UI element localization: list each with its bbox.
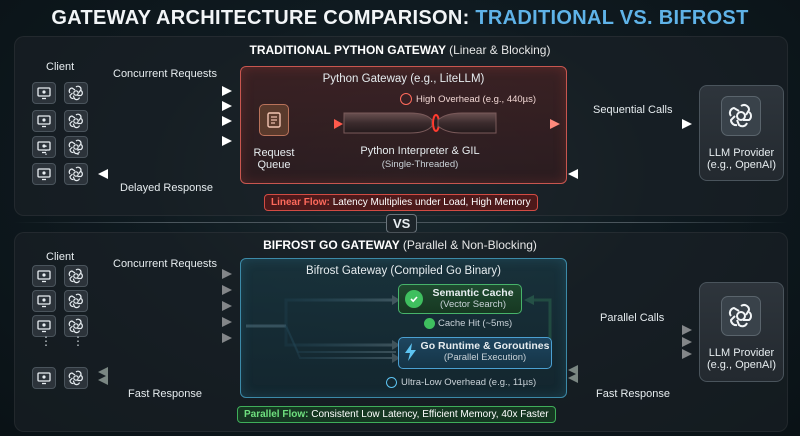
traditional-title-main: TRADITIONAL PYTHON GATEWAY — [249, 43, 446, 57]
openai-client-icon — [64, 367, 88, 389]
bifrost-section-title: BIFROST GO GATEWAY (Parallel & Non-Block… — [0, 238, 800, 252]
openai-client-icon — [64, 315, 88, 337]
bifrost-llm-label: LLM Provider (e.g., OpenAI) — [699, 347, 784, 371]
semantic-cache-label: Semantic Cache (Vector Search) — [426, 287, 520, 311]
go-runtime-line2: (Parallel Execution) — [443, 352, 527, 363]
traditional-llm-line1: LLM Provider — [708, 147, 775, 159]
client-ellipsis: ⋮ — [40, 143, 52, 157]
ultra-low-overhead-row: Ultra-Low Overhead (e.g., 11µs) — [386, 377, 536, 388]
go-runtime-box — [398, 337, 552, 369]
monitor-icon — [32, 82, 56, 104]
openai-client-icon — [64, 110, 88, 132]
bifrost-llm-line2: (e.g., OpenAI) — [706, 359, 777, 371]
traditional-return-arrow — [568, 169, 690, 179]
openai-client-icon — [64, 290, 88, 312]
interpreter-line2: (Single-Threaded) — [381, 159, 459, 170]
bifrost-client-label: Client — [46, 251, 75, 263]
request-queue-label-line2: Queue — [257, 159, 291, 171]
title-part-1: GATEWAY ARCHITECTURE COMPARISON: — [51, 7, 470, 29]
traditional-llm-line2: (e.g., OpenAI) — [706, 159, 777, 171]
openai-client-icon — [64, 136, 88, 158]
monitor-icon — [32, 367, 56, 389]
client-ellipsis: ⋮ — [40, 334, 52, 348]
bifrost-title-main: BIFROST GO GATEWAY — [263, 238, 400, 252]
fast-response-right-label: Fast Response — [596, 388, 670, 400]
request-queue-label: Request Queue — [246, 147, 302, 171]
interpreter-label: Python Interpreter & GIL (Single-Threade… — [340, 145, 500, 171]
semantic-cache-line2: (Vector Search) — [440, 299, 506, 310]
gateway-internal-arrows — [300, 119, 560, 129]
title-part-2: TRADITIONAL VS. BIFROST — [475, 7, 749, 29]
go-runtime-label: Go Runtime & Goroutines (Parallel Execut… — [420, 340, 550, 364]
traditional-title-sub: (Linear & Blocking) — [449, 43, 551, 57]
python-gateway-title: Python Gateway (e.g., LiteLLM) — [322, 73, 485, 85]
sequential-calls-label: Sequential Calls — [593, 104, 673, 116]
traditional-request-arrows — [97, 86, 232, 146]
parallel-flow-badge: Parallel Flow: Consistent Low Latency, E… — [237, 406, 556, 423]
vs-badge: VS — [386, 214, 418, 233]
semantic-cache-line1: Semantic Cache — [432, 287, 514, 299]
fast-response-left-label: Fast Response — [128, 388, 202, 400]
openai-client-icon — [64, 265, 88, 287]
openai-icon — [721, 296, 761, 336]
linear-flow-text: Latency Multiplies under Load, High Memo… — [332, 197, 531, 208]
request-queue-icon — [259, 104, 289, 136]
openai-client-icon — [64, 163, 88, 185]
delayed-response-arrow — [98, 169, 232, 179]
bifrost-title-sub: (Parallel & Non-Blocking) — [402, 238, 537, 252]
page-title: GATEWAY ARCHITECTURE COMPARISON: TRADITI… — [0, 7, 800, 30]
gil-bottleneck — [343, 112, 497, 134]
monitor-icon — [32, 110, 56, 132]
client-ellipsis: ⋮ — [72, 334, 84, 348]
linear-flow-bold: Linear Flow: — [271, 197, 330, 208]
ultra-low-overhead-label: Ultra-Low Overhead (e.g., 11µs) — [401, 377, 537, 388]
high-overhead-row: High Overhead (e.g., 440µs) — [400, 93, 536, 105]
monitor-icon — [32, 315, 56, 337]
lightning-icon — [403, 342, 419, 367]
check-icon — [405, 290, 423, 308]
monitor-icon — [32, 163, 56, 185]
sequential-calls-arrow — [576, 119, 692, 129]
cache-hit-label: Cache Hit (~5ms) — [438, 318, 513, 329]
bifrost-gateway-box — [240, 258, 567, 398]
traditional-llm-label: LLM Provider (e.g., OpenAI) — [699, 147, 784, 171]
traditional-client-label: Client — [46, 61, 75, 73]
monitor-icon — [32, 265, 56, 287]
monitor-icon — [32, 290, 56, 312]
timer-icon — [386, 377, 397, 388]
parallel-flow-bold: Parallel Flow: — [244, 409, 309, 420]
client-ellipsis: ⋮ — [72, 143, 84, 157]
clock-icon — [400, 93, 412, 105]
parallel-calls-label: Parallel Calls — [600, 312, 665, 324]
go-runtime-line1: Go Runtime & Goroutines — [420, 340, 550, 352]
bifrost-gateway-title: Bifrost Gateway (Compiled Go Binary) — [306, 265, 501, 277]
cache-hit-row: Cache Hit (~5ms) — [424, 318, 512, 329]
bifrost-concurrent-label: Concurrent Requests — [113, 258, 217, 270]
monitor-icon — [32, 136, 56, 158]
high-overhead-label: High Overhead (e.g., 440µs) — [416, 93, 537, 105]
traditional-section-title: TRADITIONAL PYTHON GATEWAY (Linear & Blo… — [0, 43, 800, 57]
check-small-icon — [424, 318, 435, 329]
openai-client-icon — [64, 82, 88, 104]
request-queue-label-line1: Request — [253, 147, 295, 159]
parallel-flow-text: Consistent Low Latency, Efficient Memory… — [311, 409, 549, 420]
interpreter-line1: Python Interpreter & GIL — [360, 145, 480, 157]
linear-flow-badge: Linear Flow: Latency Multiplies under Lo… — [264, 194, 538, 211]
bifrost-llm-line1: LLM Provider — [708, 347, 775, 359]
openai-icon — [721, 96, 761, 136]
delayed-response-label: Delayed Response — [120, 182, 213, 194]
traditional-concurrent-label: Concurrent Requests — [113, 68, 217, 80]
